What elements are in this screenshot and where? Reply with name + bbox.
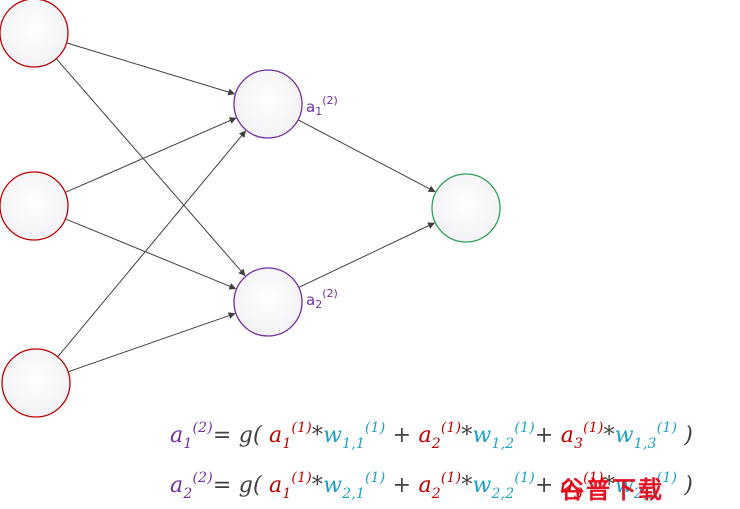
node-input-2 bbox=[0, 171, 69, 241]
node-input-1 bbox=[0, 0, 69, 68]
edge-input-1-to-hidden-2 bbox=[55, 58, 246, 277]
edge-input-3-to-hidden-1 bbox=[57, 130, 247, 358]
hidden-1-label: a1(2) bbox=[306, 94, 338, 118]
node-hidden-2 bbox=[233, 267, 303, 337]
formula-1-term-2: a2(1)*w1,2(1) bbox=[418, 420, 535, 452]
formula-1-term-1: a1(1)*w1,1(1) bbox=[268, 420, 386, 452]
formula-2-term-1: a1(1)*w2,1(1) bbox=[268, 470, 386, 502]
edge-hidden-1-to-output-1 bbox=[297, 119, 436, 193]
formula-a1-layer2: a1(2)= g( a1(1)*w1,1(1) + a2(1)*w1,2(1)+… bbox=[170, 420, 694, 452]
watermark-text: 谷普下载 bbox=[560, 476, 664, 504]
node-output-1 bbox=[431, 173, 501, 243]
edge-input-2-to-hidden-1 bbox=[64, 117, 237, 193]
formula-1-equals: = g( bbox=[212, 423, 262, 448]
edge-input-1-to-hidden-1 bbox=[66, 42, 236, 96]
formula-2-lhs: a2(2) bbox=[170, 470, 213, 502]
edge-input-3-to-hidden-2 bbox=[67, 312, 236, 373]
node-hidden-1 bbox=[233, 69, 303, 139]
formula-2-term-3: a3(1)*w2,3(1) bbox=[560, 470, 678, 502]
node-input-3 bbox=[1, 348, 71, 418]
formula-1-lhs: a1(2) bbox=[170, 420, 213, 452]
formula-1-term-3: a3(1)*w1,3(1) bbox=[560, 420, 678, 452]
formula-2-equals: = g( bbox=[212, 473, 262, 498]
hidden-2-label: a2(2) bbox=[306, 287, 338, 311]
edge-hidden-2-to-output-1 bbox=[298, 222, 436, 288]
edge-input-2-to-hidden-2 bbox=[65, 218, 237, 290]
formula-a2-layer2: a2(2)= g( a1(1)*w2,1(1) + a2(1)*w2,2(1)+… bbox=[170, 470, 694, 502]
formula-2-term-2: a2(1)*w2,2(1) bbox=[418, 470, 535, 502]
